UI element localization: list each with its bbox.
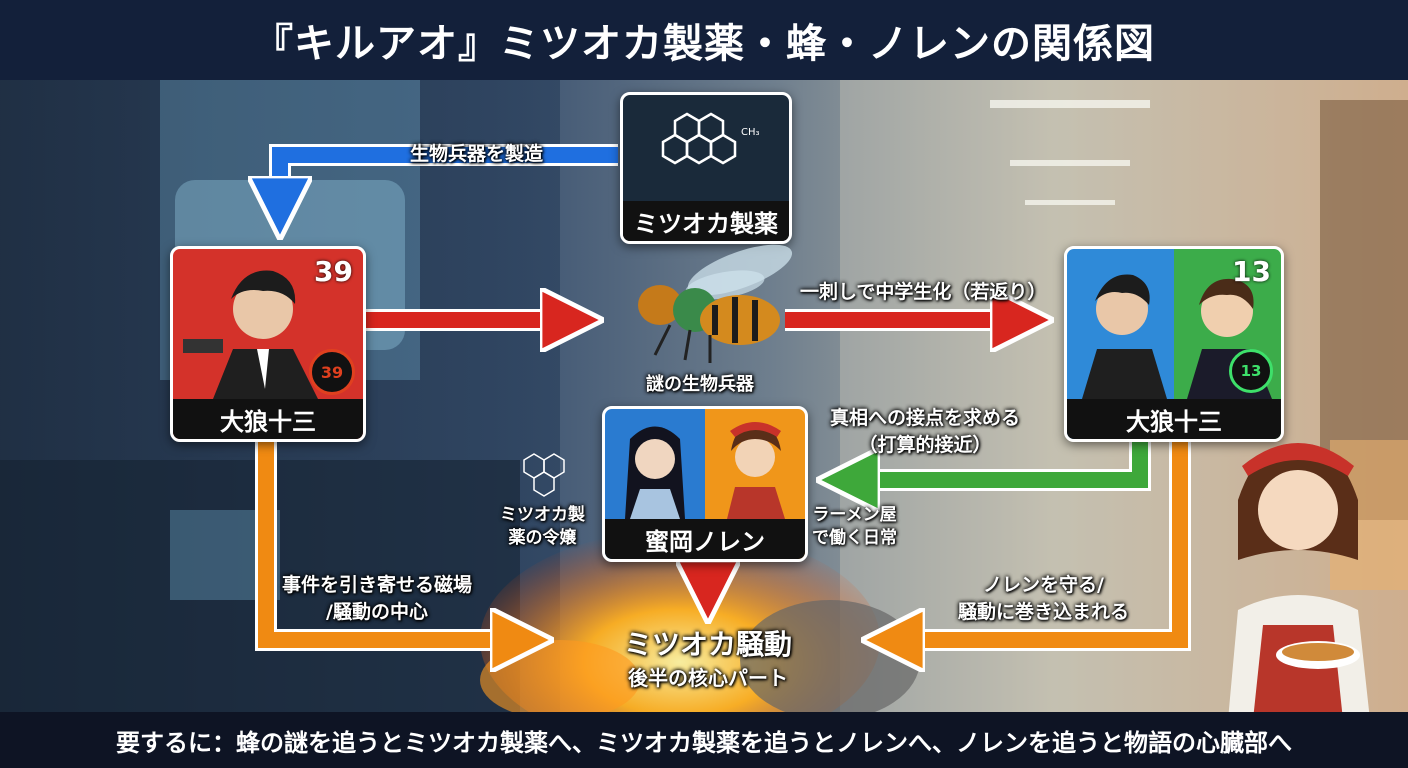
molecule-small-icon bbox=[523, 453, 565, 497]
node-incident: ミツオカ騒動 後半の核心パート bbox=[578, 628, 838, 708]
edge-label-manufacture: 生物兵器を製造 bbox=[410, 143, 544, 165]
age-badge-young: 13 bbox=[1232, 255, 1271, 288]
bee-icon bbox=[638, 244, 793, 363]
noren-side-right: ラーメン屋 で働く日常 bbox=[812, 505, 897, 548]
node-bee: 謎の生物兵器 bbox=[600, 235, 800, 395]
node-noren: 蜜岡ノレン bbox=[602, 406, 808, 562]
node-okami-young: 13 13 大狼十三 bbox=[1064, 246, 1284, 442]
diagram-canvas: CH₃ ミツオカ製薬 39 39 大狼十三 謎の生物兵器 bbox=[0, 80, 1408, 712]
noren-side-left: ミツオカ製 薬の令嬢 bbox=[500, 505, 585, 548]
age-badge-adult: 39 bbox=[314, 255, 353, 288]
arrow-magnet bbox=[258, 440, 522, 640]
node-mitsuoka-label: ミツオカ製薬 bbox=[623, 201, 789, 241]
molecule-icon: CH₃ bbox=[661, 112, 760, 165]
ramen-girl-illustration bbox=[1228, 443, 1370, 712]
node-noren-label: 蜜岡ノレン bbox=[605, 519, 805, 559]
svg-text:CH₃: CH₃ bbox=[741, 127, 760, 138]
page-title: 『キルアオ』ミツオカ製薬・蜂・ノレンの関係図 bbox=[0, 0, 1408, 80]
arrow-approach bbox=[848, 440, 1148, 480]
incident-title: ミツオカ騒動 bbox=[623, 628, 792, 661]
timer-text-young: 13 bbox=[1240, 362, 1262, 380]
timer-icon-young: 13 bbox=[1229, 349, 1273, 393]
node-bee-label: 謎の生物兵器 bbox=[646, 374, 754, 395]
timer-icon-adult: 39 bbox=[309, 349, 355, 395]
arrow-manufacture bbox=[280, 147, 618, 208]
arrow-protect bbox=[893, 440, 1188, 640]
okami-adult-portrait bbox=[183, 270, 318, 399]
node-okami-young-label: 大狼十三 bbox=[1067, 399, 1281, 439]
edge-label-protect: ノレンを守る/ 騒動に巻き込まれる bbox=[958, 574, 1130, 623]
incident-subtitle: 後半の核心パート bbox=[628, 666, 788, 690]
node-mitsuoka: CH₃ ミツオカ製薬 bbox=[620, 92, 792, 244]
footer-summary: 要するに：蜂の謎を追うとミツオカ製薬へ、ミツオカ製薬を追うとノレンへ、ノレンを追… bbox=[0, 712, 1408, 768]
edge-label-sting: 一刺しで中学生化（若返り） bbox=[800, 281, 1047, 303]
timer-text-adult: 39 bbox=[320, 362, 344, 382]
noren-portrait bbox=[625, 422, 785, 519]
edge-label-approach: 真相への接点を求める （打算的接近） bbox=[830, 407, 1021, 456]
node-okami-adult: 39 39 大狼十三 bbox=[170, 246, 366, 442]
edge-label-magnet: 事件を引き寄せる磁場 /騒動の中心 bbox=[282, 574, 473, 623]
node-okami-adult-label: 大狼十三 bbox=[173, 399, 363, 439]
